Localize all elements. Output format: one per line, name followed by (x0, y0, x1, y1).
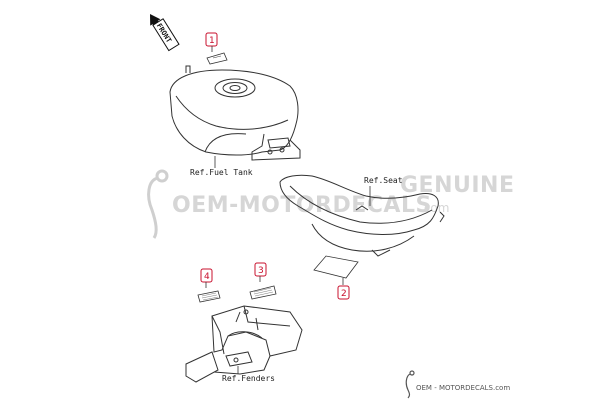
decal-3[interactable] (249, 285, 277, 300)
label-seat: Ref.Seat (364, 176, 403, 185)
callout-2-number: 2 (341, 289, 347, 299)
callout-4-number: 4 (204, 272, 210, 282)
watermark-suffix: .com (420, 201, 449, 215)
footer-watermark: OEM - MOTORDECALS.com (405, 370, 510, 399)
front-tag: FRONT (152, 18, 180, 52)
decal-4[interactable] (197, 290, 221, 303)
watermark-main: OEM-MOTORDECALS (172, 193, 432, 218)
callout-1[interactable]: 1 (205, 32, 218, 47)
callout-1-number: 1 (209, 36, 215, 46)
callout-3[interactable]: 3 (254, 262, 267, 277)
fenders (185, 305, 303, 383)
label-fenders: Ref.Fenders (222, 374, 275, 383)
seat (279, 174, 445, 257)
callout-3-number: 3 (258, 266, 264, 276)
watermark: OEM-MOTORDECALS GENUINE .com (147, 169, 514, 239)
decal-1[interactable] (206, 52, 228, 65)
decal-2[interactable] (313, 255, 359, 279)
fuel-tank (169, 65, 301, 161)
callout-2[interactable]: 2 (337, 285, 350, 300)
watermark-mascot-icon (147, 169, 169, 239)
footer-mascot-icon (405, 370, 415, 399)
footer-watermark-text: OEM - MOTORDECALS.com (416, 384, 510, 392)
callout-4[interactable]: 4 (200, 268, 213, 283)
label-fuel-tank: Ref.Fuel Tank (190, 168, 253, 177)
